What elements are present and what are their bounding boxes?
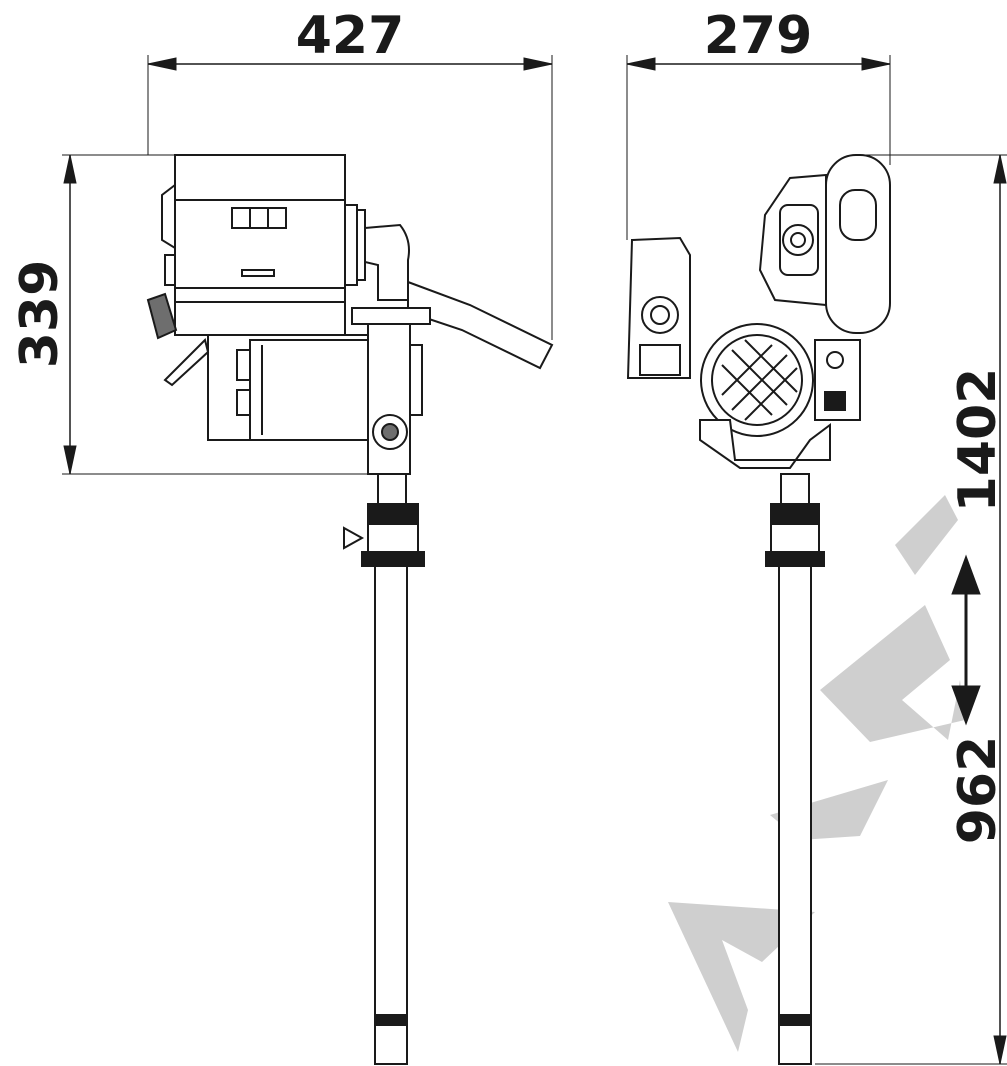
dim-side-width: 279 xyxy=(704,6,813,66)
side-view-pump xyxy=(626,154,891,1065)
dim-total-height: 1402 xyxy=(948,368,1007,513)
dimension-lines xyxy=(62,55,1007,1065)
dim-front-width: 427 xyxy=(296,6,405,66)
fan-grille xyxy=(721,339,798,421)
dim-tube-length: 962 xyxy=(948,736,1007,845)
watermark-logo xyxy=(668,495,965,1052)
dim-front-height: 339 xyxy=(10,260,70,369)
front-view-pump xyxy=(146,154,554,1065)
